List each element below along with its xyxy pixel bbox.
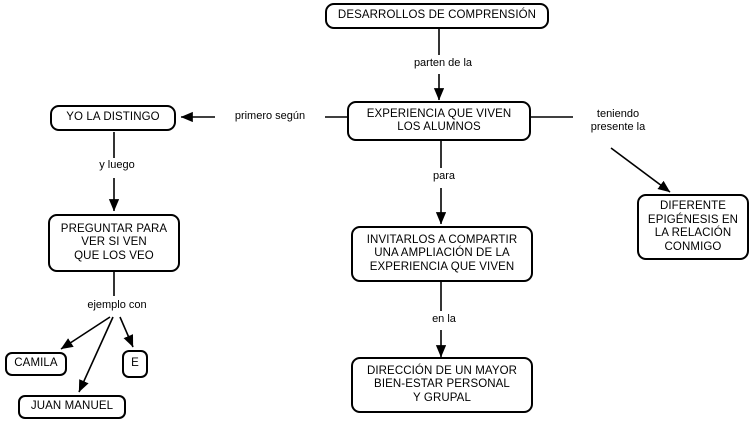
node-yo-la-distingo[interactable]: YO LA DISTINGO <box>50 105 176 131</box>
edge-label-teniendo-presente-la: teniendo presente la <box>573 108 663 134</box>
node-preguntar-para-ver-si-ven[interactable]: PREGUNTAR PARA VER SI VEN QUE LOS VEO <box>48 214 180 272</box>
edge-label-y-luego: y luego <box>74 159 160 172</box>
edge-label-parten-de-la: parten de la <box>390 57 496 70</box>
edge-label-para: para <box>406 170 482 183</box>
edge-ejemplo-camila <box>60 316 111 350</box>
node-invitarlos-a-compartir[interactable]: INVITARLOS A COMPARTIR UNA AMPLIACIÓN DE… <box>351 226 533 282</box>
edge-label-en-la: en la <box>406 313 482 326</box>
edge-label-primero-segun: primero según <box>215 110 325 123</box>
node-direccion-de-un-mayor-bienestar[interactable]: DIRECCIÓN DE UN MAYOR BIEN-ESTAR PERSONA… <box>351 357 533 413</box>
node-desarrollos-de-comprension[interactable]: DESARROLLOS DE COMPRENSIÓN <box>325 3 549 29</box>
edge-ejemplo-e <box>119 316 134 348</box>
edge-experiencia-epigenesis-arrow <box>610 147 671 193</box>
node-diferente-epigenesis[interactable]: DIFERENTE EPIGÉNESIS EN LA RELACIÓN CONM… <box>637 194 749 260</box>
node-camila[interactable]: CAMILA <box>5 352 67 376</box>
edge-ejemplo-juanmanuel <box>78 316 114 393</box>
node-juan-manuel[interactable]: JUAN MANUEL <box>18 395 126 419</box>
edge-label-ejemplo-con: ejemplo con <box>64 299 170 312</box>
node-experiencia-que-viven-los-alumnos[interactable]: EXPERIENCIA QUE VIVEN LOS ALUMNOS <box>347 101 531 141</box>
node-e[interactable]: E <box>122 350 148 378</box>
